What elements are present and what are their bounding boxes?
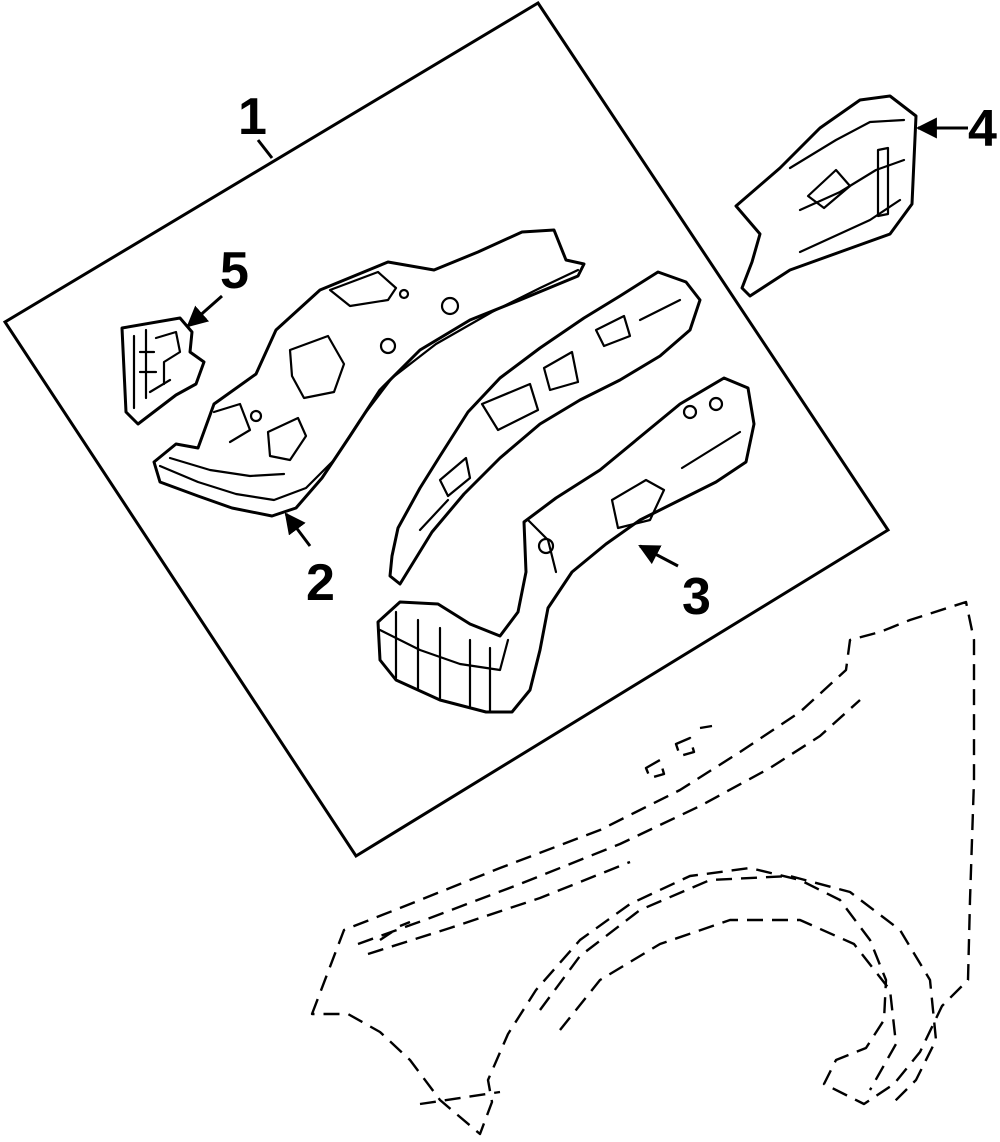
leader-3 — [638, 544, 679, 568]
callout-3: 3 — [682, 568, 711, 626]
part-5-bracket — [120, 316, 206, 426]
leader-1 — [256, 139, 274, 159]
callout-1: 1 — [238, 88, 267, 146]
part-3-rail — [376, 376, 756, 714]
leader-5 — [186, 294, 223, 328]
part-4-extension — [734, 94, 918, 298]
assembly-frame — [2, 0, 891, 859]
part-2-apron — [152, 228, 586, 518]
callout-5: 5 — [220, 242, 249, 300]
callout-4: 4 — [968, 100, 997, 158]
side-rail — [388, 270, 702, 586]
fender-outline — [310, 600, 976, 1136]
callout-2: 2 — [306, 554, 335, 612]
leader-2 — [284, 512, 312, 547]
